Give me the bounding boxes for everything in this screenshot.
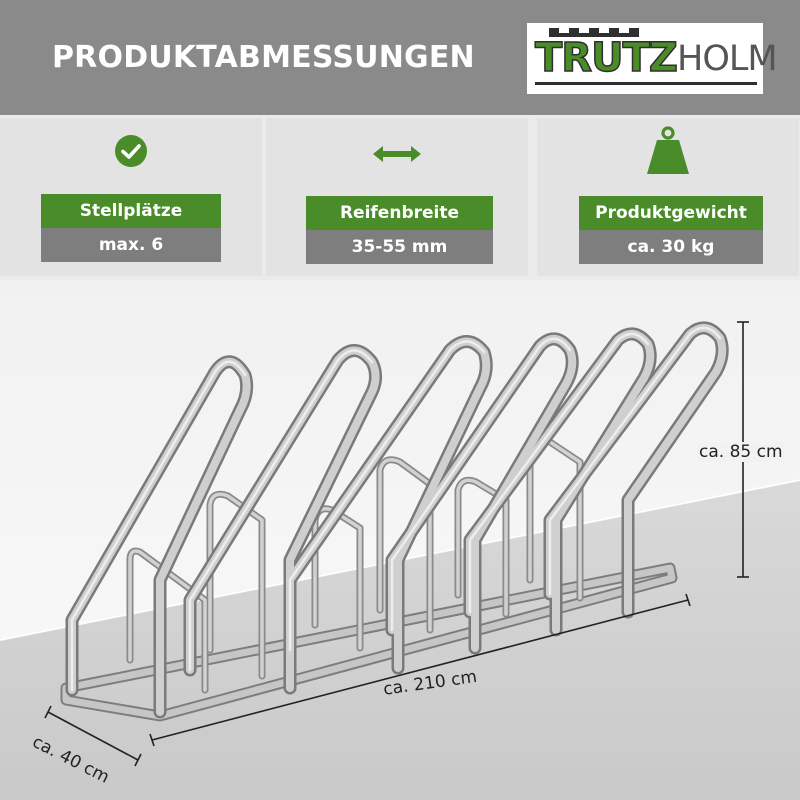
header-bar: PRODUKTABMESSUNGEN TRUTZ HOLM	[0, 0, 800, 115]
weight-icon	[647, 126, 689, 174]
product-image	[0, 280, 800, 800]
spec-panel-produktgewicht: Produktgewicht ca. 30 kg	[537, 118, 799, 276]
spec-value: ca. 30 kg	[579, 230, 763, 264]
brand-logo: TRUTZ HOLM	[527, 23, 778, 94]
logo-underline	[535, 82, 757, 85]
logo-text-trutz: TRUTZ	[534, 34, 678, 82]
spec-panel-stellplaetze: Stellplätze max. 6	[0, 118, 262, 276]
double-arrow-icon	[373, 146, 421, 162]
page-title: PRODUKTABMESSUNGEN	[52, 40, 475, 75]
checkmark-circle-icon	[115, 135, 147, 167]
logo-text-holm: HOLM	[677, 39, 778, 79]
spec-label: Stellplätze	[41, 194, 221, 228]
height-dimension-label: ca. 85 cm	[697, 442, 785, 462]
bicycle-stand	[60, 321, 729, 722]
spec-label: Reifenbreite	[306, 196, 493, 230]
spec-value: 35-55 mm	[306, 230, 493, 264]
castle-battlements-icon	[549, 28, 639, 37]
spec-value: max. 6	[41, 228, 221, 262]
spec-panel-reifenbreite: Reifenbreite 35-55 mm	[266, 118, 528, 276]
spec-label: Produktgewicht	[579, 196, 763, 230]
